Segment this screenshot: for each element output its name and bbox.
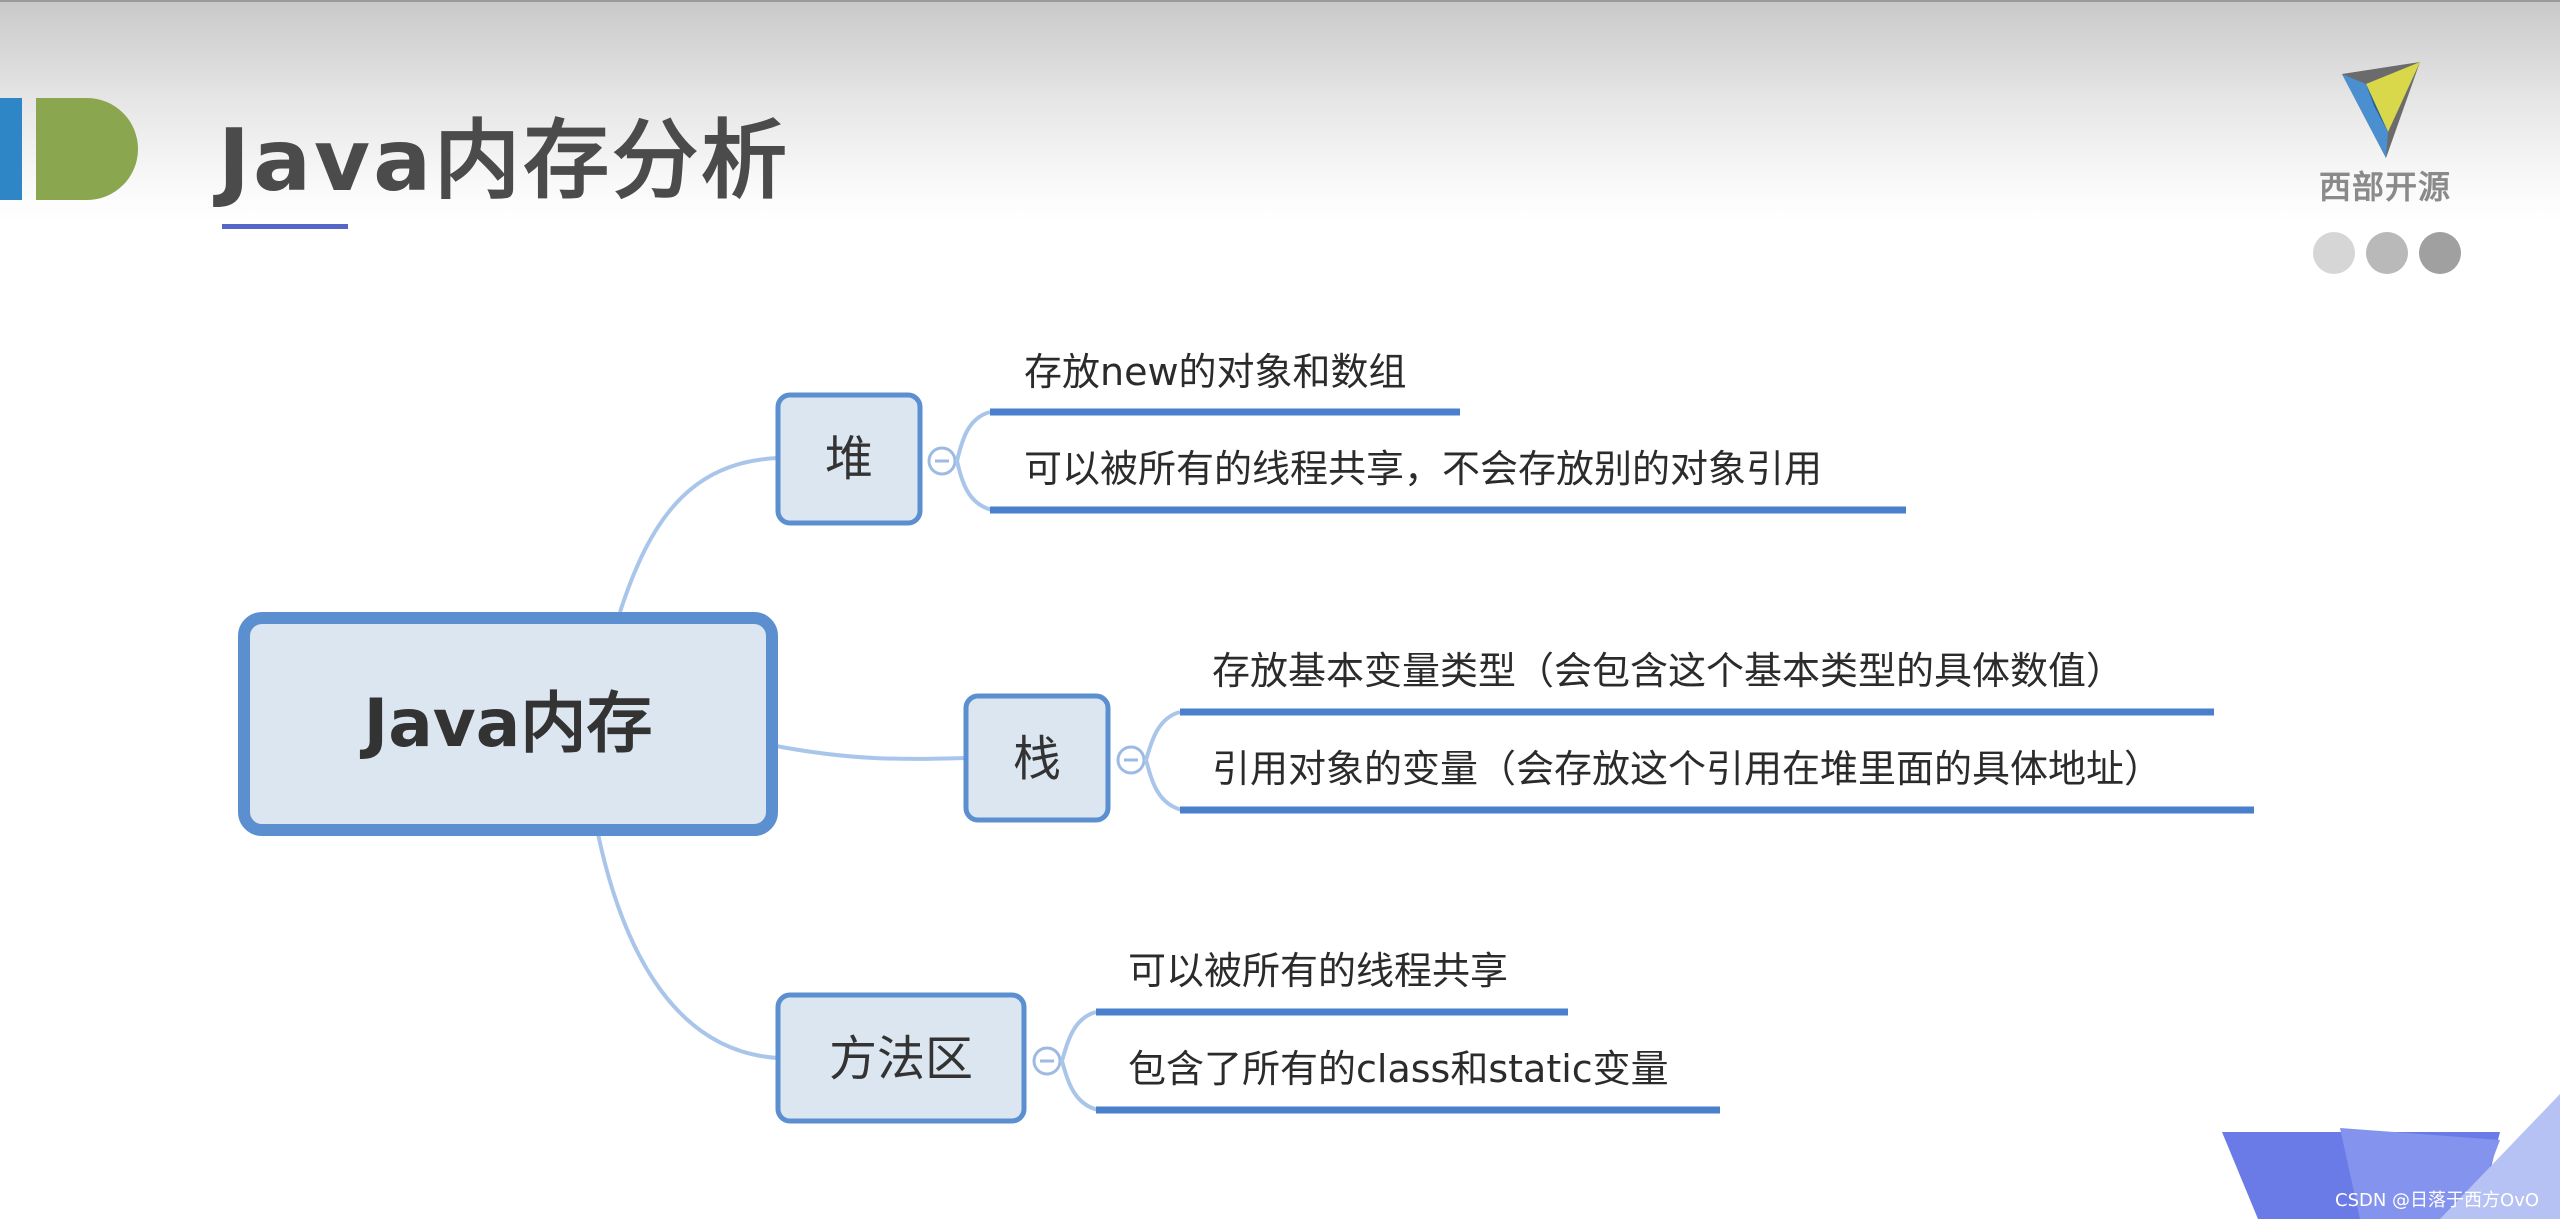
corner-decor-shape — [2340, 1128, 2500, 1219]
logo-text: 西部开源 — [2318, 168, 2451, 206]
heap-item-1: 存放new的对象和数组 — [1024, 350, 1407, 394]
accent-bar-blue — [0, 98, 22, 200]
heap-item-2: 可以被所有的线程共享，不会存放别的对象引用 — [1024, 447, 1822, 491]
collapse-circle-icon[interactable] — [1116, 745, 1146, 775]
connector-stack — [775, 744, 967, 761]
decor-dot — [2366, 232, 2408, 274]
branch-node-method-area[interactable]: 方法区 — [775, 992, 1027, 1124]
root-node-label: Java内存 — [360, 685, 653, 762]
title-underline — [222, 224, 348, 229]
accent-shape-green — [36, 98, 138, 200]
bracket-method-area — [1059, 1010, 1099, 1112]
branch-node-stack[interactable]: 栈 — [963, 693, 1111, 823]
connector-method-area — [596, 833, 779, 1060]
branch-node-heap[interactable]: 堆 — [775, 392, 923, 526]
collapse-circle-icon[interactable] — [1032, 1046, 1062, 1076]
bracket-heap — [954, 410, 993, 512]
page-title: Java内存分析 — [218, 111, 791, 211]
branch-node-heap-label: 堆 — [825, 431, 873, 487]
collapse-circle-icon[interactable] — [927, 446, 957, 476]
corner-decor-shape — [2440, 1094, 2560, 1219]
connector-heap — [618, 456, 779, 613]
west-open-source-logo-icon — [2342, 62, 2420, 158]
root-node[interactable]: Java内存 — [238, 612, 778, 836]
branch-node-stack-label: 栈 — [1013, 731, 1061, 787]
method-area-item-2: 包含了所有的class和static变量 — [1128, 1047, 1669, 1091]
bracket-stack — [1143, 710, 1183, 812]
watermark: CSDN @日落于西方OvO — [2335, 1190, 2540, 1211]
decor-dot — [2419, 232, 2461, 274]
branch-node-method-area-label: 方法区 — [829, 1031, 973, 1087]
decor-dot — [2313, 232, 2355, 274]
header-band — [0, 0, 2560, 222]
method-area-item-1: 可以被所有的线程共享 — [1128, 949, 1508, 993]
stack-item-2: 引用对象的变量（会存放这个引用在堆里面的具体地址） — [1212, 747, 2162, 791]
stack-item-1: 存放基本变量类型（会包含这个基本类型的具体数值） — [1212, 649, 2124, 693]
